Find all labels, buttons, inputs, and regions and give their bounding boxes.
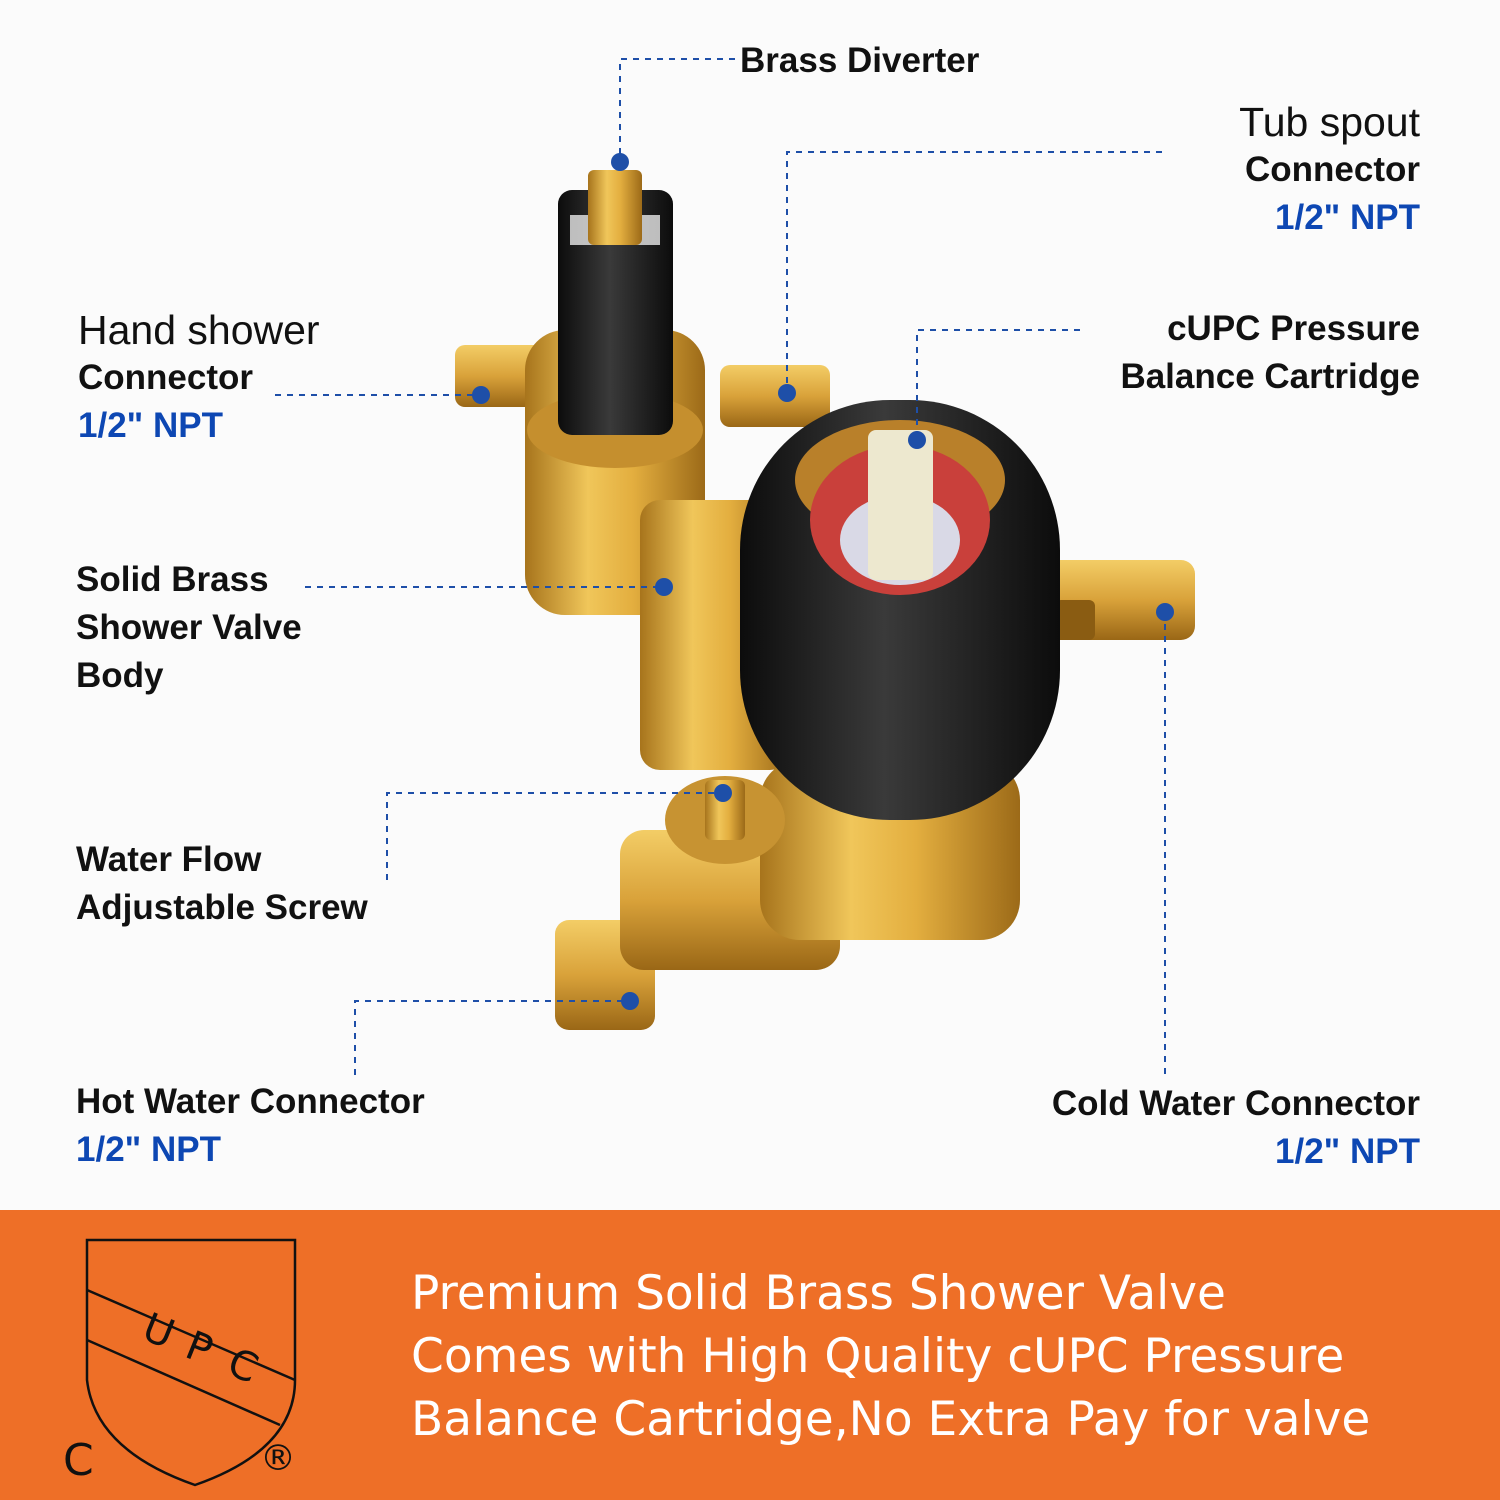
main-valve-body [555, 400, 1195, 1030]
valve-body-line3: Body [76, 656, 164, 695]
hot-water-spec: 1/2" NPT [76, 1130, 221, 1169]
registered-mark: ® [260, 1438, 296, 1479]
upc-letter-u: U [136, 1305, 180, 1359]
cold-water-spec: 1/2" NPT [1275, 1132, 1420, 1171]
valve-body-line2: Shower Valve [76, 608, 302, 647]
tub-spout-spec: 1/2" NPT [1275, 198, 1420, 237]
banner-line-2: Comes with High Quality cUPC Pressure [411, 1329, 1345, 1384]
leader-hot-water [354, 1000, 630, 1075]
label-cartridge: cUPC Pressure Balance Cartridge [1120, 305, 1420, 401]
banner-line-3: Balance Cartridge,No Extra Pay for valve [411, 1392, 1371, 1447]
cartridge-title: cUPC Pressure [1167, 309, 1420, 348]
hand-shower-spec: 1/2" NPT [78, 406, 223, 445]
valve-body-line1: Solid Brass [76, 560, 269, 599]
flow-screw-line2: Adjustable Screw [76, 888, 368, 927]
label-brass-diverter: Brass Diverter [740, 37, 979, 85]
label-hot-water: Hot Water Connector 1/2" NPT [76, 1078, 425, 1174]
label-hand-shower: Hand shower Connector 1/2" NPT [78, 306, 320, 450]
tub-spout-title: Tub spout [1239, 99, 1420, 145]
cold-water-title: Cold Water Connector [1051, 1084, 1420, 1123]
upc-letter-c: C [221, 1340, 264, 1393]
valve-illustration [275, 58, 1195, 1075]
upc-shield-icon: U P C C ® [63, 1238, 297, 1487]
hand-shower-title: Hand shower [78, 307, 320, 353]
label-cold-water: Cold Water Connector 1/2" NPT [1052, 1080, 1420, 1176]
banner-line-1: Premium Solid Brass Shower Valve [411, 1266, 1226, 1321]
promo-banner [0, 1210, 1500, 1500]
leader-tub-spout [786, 151, 1162, 393]
cupc-c-mark: C [63, 1435, 94, 1486]
label-valve-body: Solid Brass Shower Valve Body [76, 556, 302, 700]
leader-flow-screw [386, 792, 723, 880]
leader-brass-diverter [619, 58, 735, 162]
leader-dots [472, 153, 1174, 1010]
hot-water-title: Hot Water Connector [76, 1082, 425, 1121]
hand-shower-subtitle: Connector [78, 358, 253, 397]
label-tub-spout: Tub spout Connector 1/2" NPT [1239, 98, 1420, 242]
flow-screw-line1: Water Flow [76, 840, 262, 879]
cartridge-subtitle: Balance Cartridge [1120, 357, 1420, 396]
brass-diverter-title: Brass Diverter [740, 41, 980, 80]
leader-lines [275, 58, 1166, 1075]
label-flow-screw: Water Flow Adjustable Screw [76, 836, 368, 932]
banner-headline: Premium Solid Brass Shower Valve Comes w… [411, 1262, 1471, 1451]
tub-spout-subtitle: Connector [1245, 150, 1420, 189]
upc-letter-p: P [179, 1323, 219, 1375]
